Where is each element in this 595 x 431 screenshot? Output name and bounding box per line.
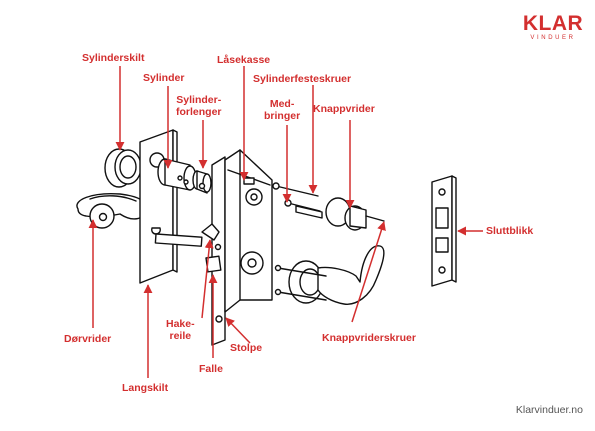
label-sylinder: Sylinder: [143, 72, 185, 84]
lock-forend: [211, 156, 226, 346]
door-handle-left: [76, 193, 147, 229]
label-falle: Falle: [199, 363, 223, 375]
cylinder: [157, 158, 197, 191]
cylinder-escutcheon: [104, 148, 142, 188]
deadbolt: [201, 223, 220, 241]
logo-subtext: VINDUER: [530, 35, 576, 41]
label-stolpe: Stolpe: [230, 342, 263, 354]
arrow-hakereile: [201, 239, 214, 319]
label-dorvrider: Dørvrider: [64, 333, 112, 345]
label-sluttblikk: Sluttblikk: [486, 225, 534, 237]
logo-text: KLAR: [522, 12, 584, 35]
cylinder-extender: [192, 170, 212, 194]
strike-plate: [431, 175, 457, 287]
long-plate: [139, 129, 203, 284]
label-knappvriderskruer: Knappvriderskruer: [322, 332, 416, 344]
label-sylinderskilt: Sylinderskilt: [82, 52, 145, 64]
spindle: [295, 205, 323, 219]
label-hakereile: Hake- reile: [166, 318, 195, 342]
thumb-turn: [325, 197, 385, 231]
brand-logo: KLAR VINDUER: [520, 12, 586, 42]
label-sylinderfesteskruer: Sylinderfesteskruer: [253, 73, 352, 85]
arrow-knappvriderskruer: [351, 221, 386, 323]
label-knappvrider: Knappvrider: [313, 103, 375, 115]
arrow-stolpe: [225, 317, 251, 344]
label-medbringer: Med- bringer: [264, 98, 301, 122]
label-laasekasse: Låsekasse: [217, 54, 271, 66]
label-langskilt: Langskilt: [122, 382, 169, 394]
door-handle-right: [274, 245, 385, 305]
label-sylinderforlenger: Sylinder- forlenger: [176, 94, 222, 118]
footer-website: Klarvinduer.no: [515, 404, 583, 416]
lock-case: [224, 149, 273, 313]
